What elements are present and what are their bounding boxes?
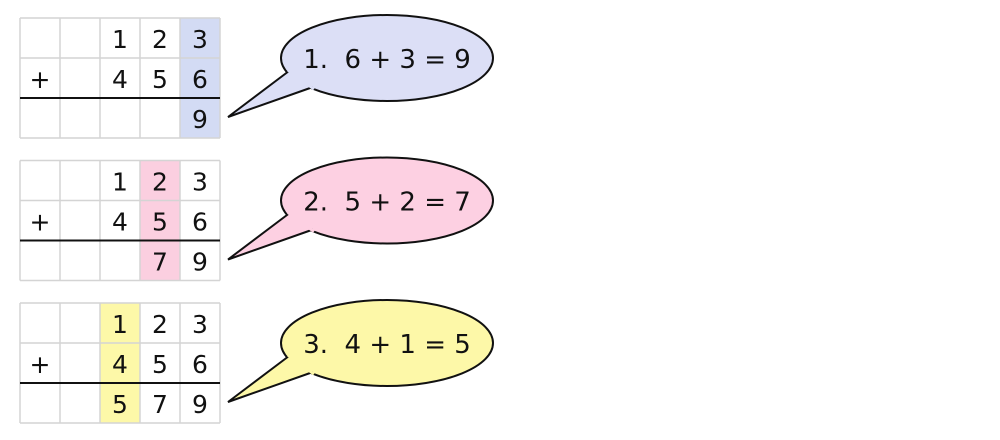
digit-cell: 5 — [152, 65, 168, 94]
digit-cell: 5 — [112, 390, 128, 419]
plus-sign: + — [30, 65, 51, 94]
bubble-tail — [227, 70, 314, 118]
digit-cell: 1 — [112, 25, 128, 54]
digit-cell: 3 — [192, 310, 208, 339]
digit-cell: 6 — [192, 350, 208, 379]
digit-cell: 1 — [112, 168, 128, 197]
highlighted-column — [180, 18, 220, 138]
digit-cell: 3 — [192, 168, 208, 197]
digit-cell: 7 — [152, 390, 168, 419]
bubble-tail — [227, 355, 314, 403]
digit-cell: 2 — [152, 25, 168, 54]
digit-cell: 2 — [152, 310, 168, 339]
bubble-tail-join — [287, 211, 315, 233]
digit-cell: 3 — [192, 25, 208, 54]
digit-cell: 7 — [152, 248, 168, 277]
digit-cell: 5 — [152, 208, 168, 237]
digit-cell: 6 — [192, 208, 208, 237]
digit-cell: 9 — [192, 105, 208, 134]
bubble-equation: 1. 6 + 3 = 9 — [303, 45, 471, 75]
digit-cell: 6 — [192, 65, 208, 94]
plus-sign: + — [30, 208, 51, 237]
bubble-tail — [227, 212, 314, 261]
bubble-tail-join — [287, 68, 315, 91]
digit-cell: 1 — [112, 310, 128, 339]
highlighted-column — [100, 303, 140, 423]
speech-bubble: 2. 5 + 2 = 7 — [227, 156, 494, 261]
digit-cell: 2 — [152, 168, 168, 197]
plus-sign: + — [30, 350, 51, 379]
bubble-equation: 3. 4 + 1 = 5 — [303, 330, 471, 360]
bubble-equation: 2. 5 + 2 = 7 — [303, 188, 471, 218]
digit-cell: 4 — [112, 208, 128, 237]
speech-bubble: 1. 6 + 3 = 9 — [227, 14, 494, 118]
bubble-tail-join — [287, 353, 315, 376]
highlighted-column — [140, 160, 180, 281]
bubble-body — [280, 14, 494, 102]
bubble-body — [280, 156, 494, 245]
digit-cell: 4 — [112, 65, 128, 94]
digit-cell: 4 — [112, 350, 128, 379]
digit-cell: 5 — [152, 350, 168, 379]
digit-cell: 9 — [192, 248, 208, 277]
digit-cell: 9 — [192, 390, 208, 419]
speech-bubble: 3. 4 + 1 = 5 — [227, 299, 494, 403]
bubble-body — [280, 299, 494, 387]
